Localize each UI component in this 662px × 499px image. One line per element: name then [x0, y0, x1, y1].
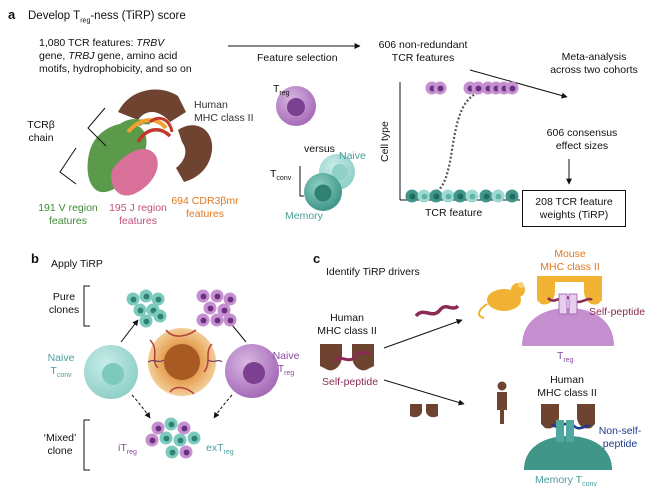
pure-treg-cell	[223, 313, 237, 327]
versus-label: versus	[304, 143, 335, 155]
plot-tconv-dot	[429, 189, 443, 203]
panel-b-title: Apply TiRP	[51, 258, 103, 270]
panel-label-a: a	[8, 7, 16, 22]
plot-tconv-dot	[453, 189, 467, 203]
human-icon	[497, 381, 507, 424]
tcrb-bracket-top	[87, 107, 107, 147]
panel-label-b: b	[31, 251, 39, 266]
treg-label-c: Treg	[557, 350, 574, 365]
peptide-worm	[414, 304, 460, 318]
treg-cell-c	[522, 293, 614, 346]
plot-treg-dot	[433, 81, 447, 95]
naive-treg-cell	[225, 344, 279, 398]
tcrb-bracket	[59, 147, 77, 185]
plot-tconv-dot	[417, 189, 431, 203]
pure-tconv-cell	[126, 292, 140, 306]
plot-tconv-dot	[441, 189, 455, 203]
x-axis-label: TCR feature	[425, 207, 483, 219]
memory-tconv-label-c: Memory Tconv	[535, 474, 597, 489]
pure-treg-cell	[210, 289, 224, 303]
plot-tconv-dot	[491, 189, 505, 203]
memory-label-a: Memory	[285, 210, 323, 222]
mixed-clone-cell	[159, 431, 173, 445]
mouse-icon	[478, 282, 525, 319]
tconv-label-a: Tconv	[270, 168, 292, 183]
pure-treg-cell	[203, 301, 217, 315]
meta-analysis-arrow	[469, 69, 568, 99]
mixed-clone-cell	[179, 445, 193, 459]
panel-label-c: c	[313, 251, 321, 266]
plot-tconv-dot	[405, 189, 419, 203]
mixed-clone-cell	[173, 433, 187, 447]
panel-a-title: Develop Treg-ness (TiRP) score	[28, 10, 186, 25]
pure-tconv-cell	[151, 292, 165, 306]
mixed-clone-cell	[151, 421, 165, 435]
naive-tconv-cell	[84, 345, 138, 399]
non-self-peptide-label: Non-self-peptide	[598, 425, 642, 451]
panel-c-title: Identify TiRP drivers	[326, 266, 420, 278]
pure-treg-cell	[217, 303, 231, 317]
pure-clones-bracket	[83, 285, 90, 327]
treg-cell-a	[276, 86, 316, 126]
mhc-class-ii-a	[118, 89, 213, 182]
tumor-image	[147, 328, 223, 396]
mixed-clone-label: ‘Mixed’clone	[43, 432, 77, 458]
memory-tconv-cell-c	[524, 420, 612, 470]
naive-label-a: Naive	[339, 150, 366, 162]
features-description: 1,080 TCR features: TRBV gene, TRBJ gene…	[39, 37, 192, 76]
pure-treg-cell	[196, 313, 210, 327]
pure-treg-cell	[223, 292, 237, 306]
pure-tconv-cell	[133, 303, 147, 317]
extreg-label: exTreg	[206, 442, 234, 457]
human-mhc-left	[320, 344, 374, 371]
pure-tconv-cell	[139, 289, 153, 303]
plot-tconv-dot	[479, 189, 493, 203]
pure-treg-cell	[210, 313, 224, 327]
pure-tconv-cell	[139, 314, 153, 328]
mixed-clone-cell	[165, 445, 179, 459]
tconv-cells-a	[299, 154, 355, 211]
mouse-mhc-complex	[537, 276, 602, 305]
small-mhc-fragments	[410, 404, 438, 418]
plot-treg-dot	[505, 81, 519, 95]
mixed-clone-bracket	[83, 419, 90, 471]
mixed-clone-cell	[164, 417, 178, 431]
pure-tconv-cell	[153, 309, 167, 323]
tcr-beta-chain	[87, 116, 174, 196]
self-peptide-right-label: Self-peptide	[589, 306, 646, 318]
mixed-clone-cell	[177, 421, 191, 435]
feature-selection-label: Feature selection	[257, 52, 338, 64]
mixed-clone-cell	[145, 433, 159, 447]
y-axis-label: Cell type	[379, 121, 391, 162]
treg-label-a: Treg	[273, 83, 290, 98]
plot-tconv-dot	[505, 189, 519, 203]
self-peptide-left-label: Self-peptide	[322, 376, 379, 388]
mixed-clone-cell	[187, 431, 201, 445]
plot-tconv-dot	[465, 189, 479, 203]
plot-treg-dot	[471, 81, 485, 95]
itreg-label: iTreg	[118, 442, 137, 457]
pure-treg-cell	[196, 289, 210, 303]
